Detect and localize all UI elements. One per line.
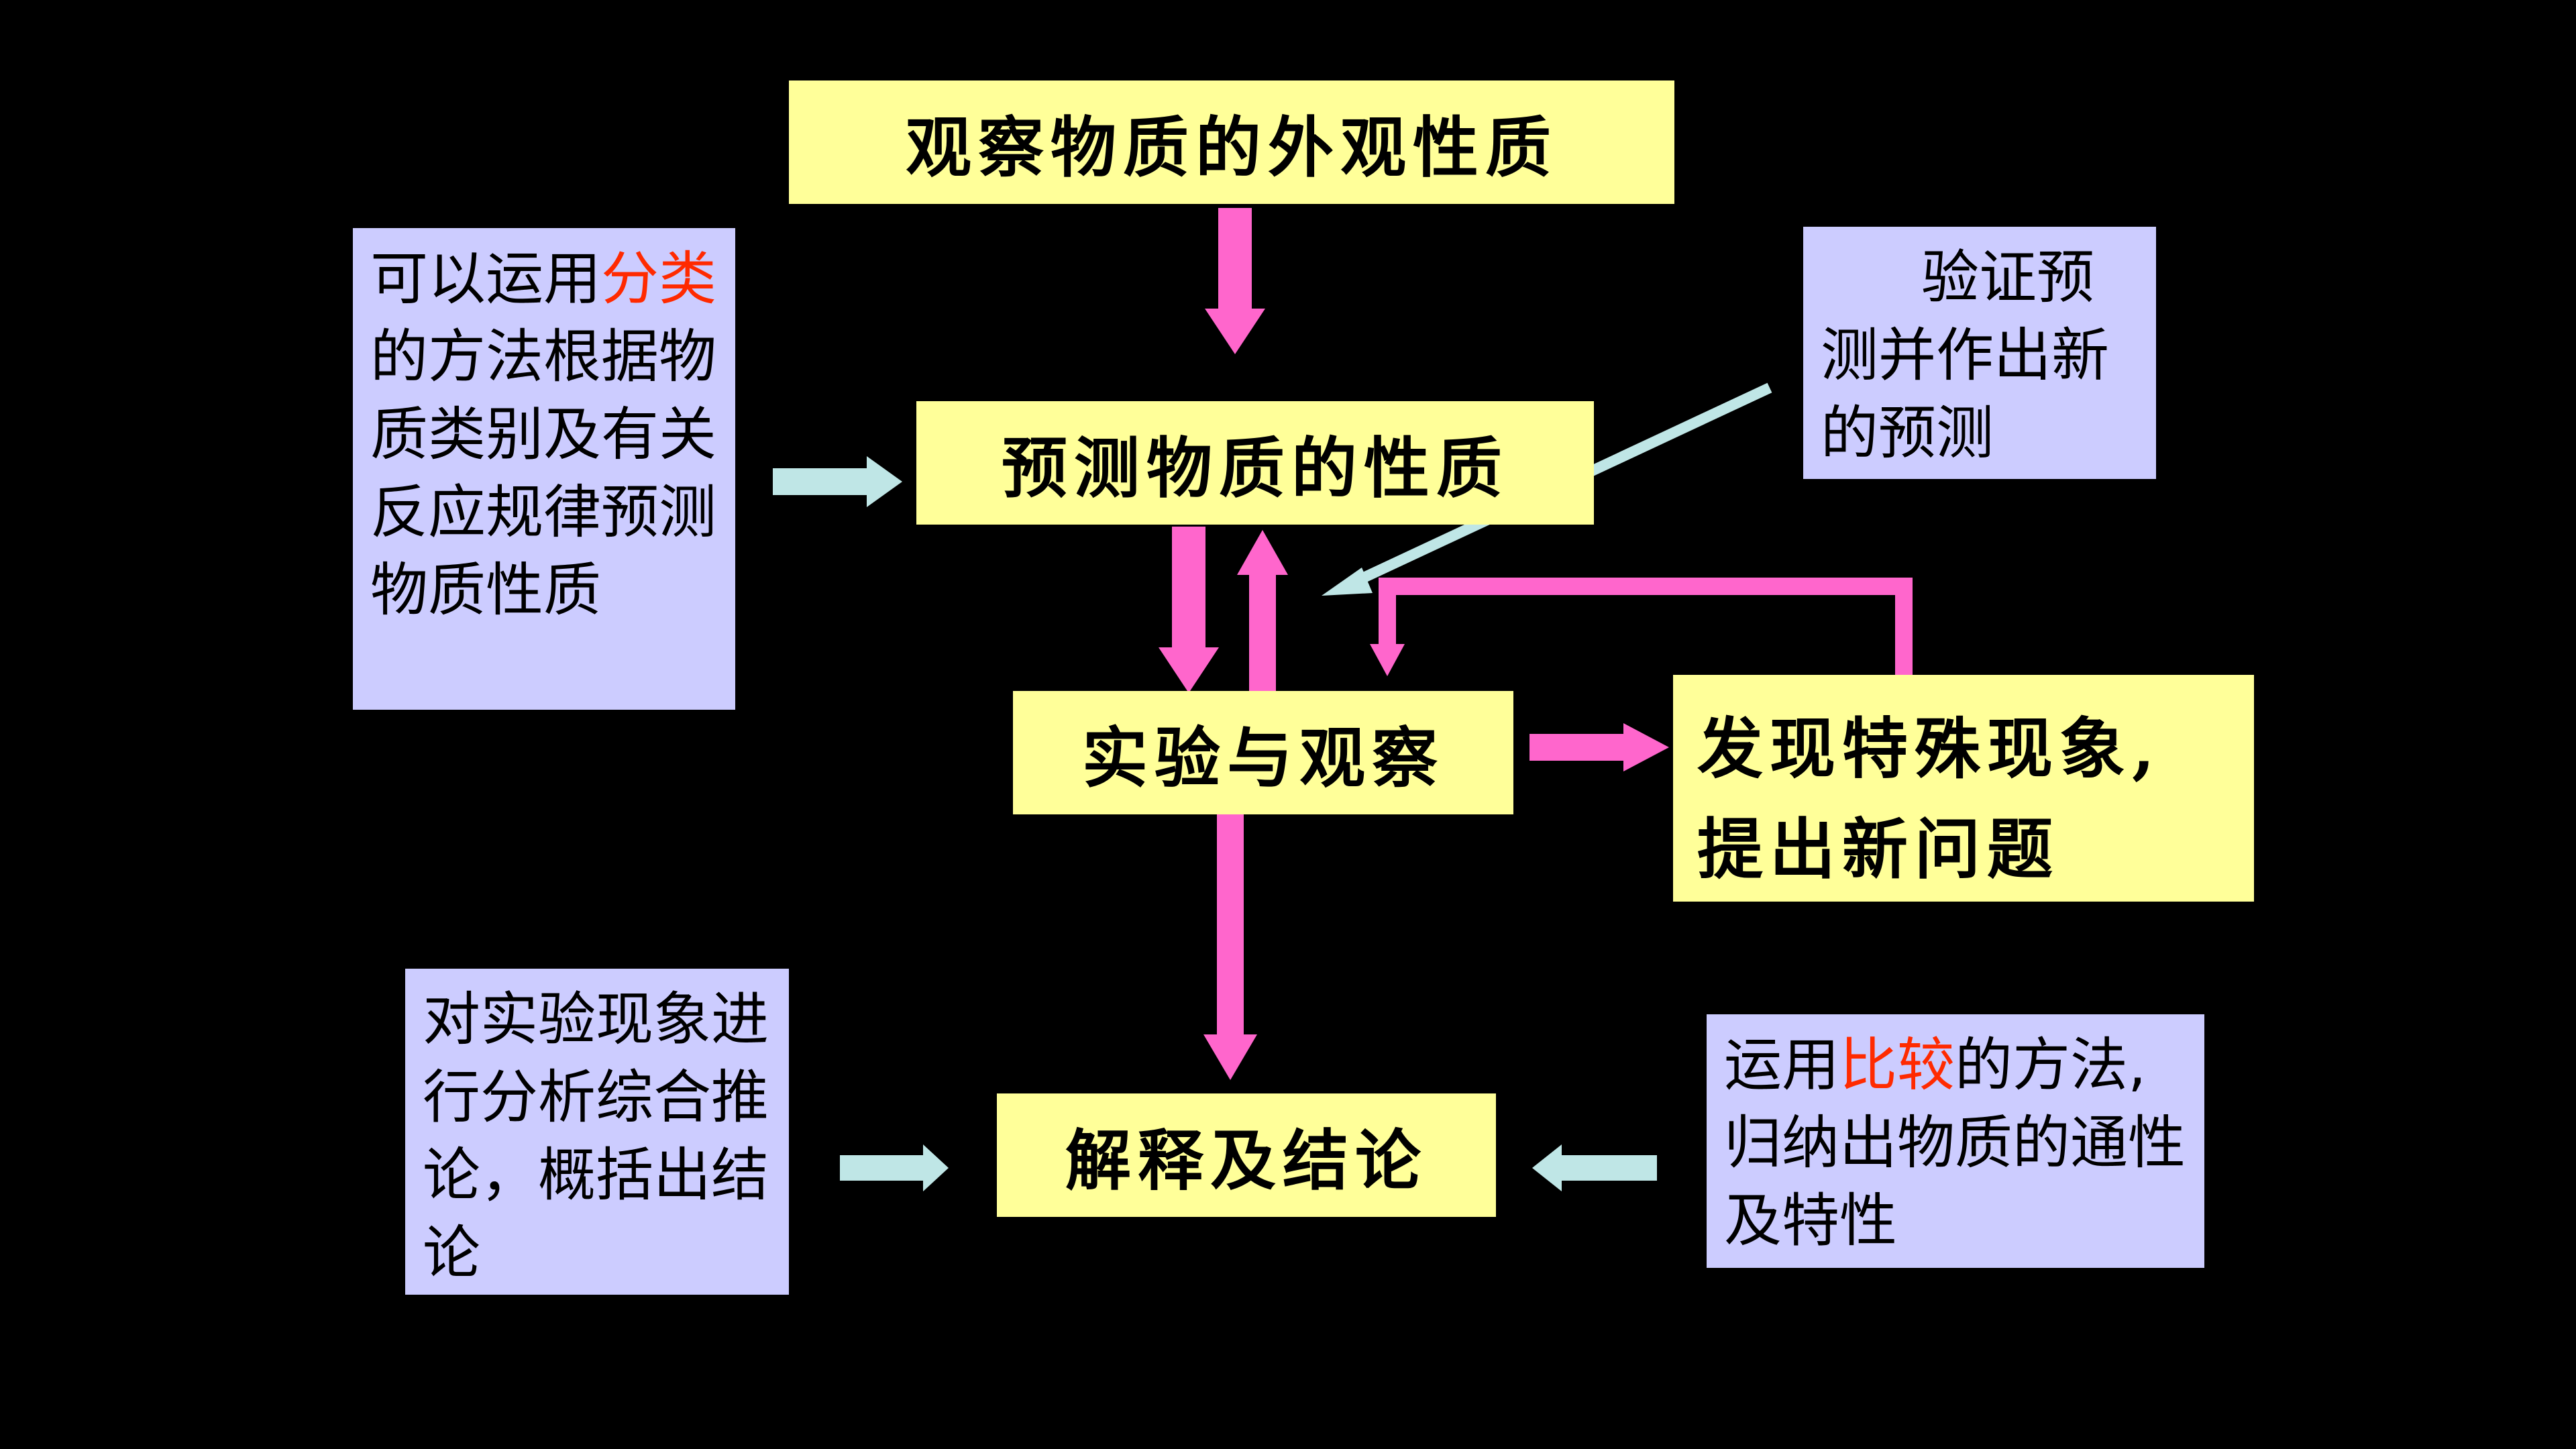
arrow-experiment-to-conclusion [1203, 813, 1257, 1080]
note-compare-text-1: 运用 [1724, 1032, 1839, 1099]
note-verify: 验证预测并作出新的预测 [1803, 227, 2156, 479]
node-predict-label: 预测物质的性质 [1001, 430, 1509, 507]
note-classify-highlight: 分类 [601, 246, 716, 313]
note-compare-text-2: 的方法,归纳出物质的通性及特性 [1724, 1032, 2186, 1254]
node-discover: 发现特殊现象, 提出新问题 [1673, 675, 2254, 902]
arrow-observe-to-predict [1205, 208, 1265, 354]
note-analyze-text: 对实验现象进行分析综合推论，概括出结论 [423, 986, 769, 1287]
node-conclude: 解释及结论 [997, 1093, 1496, 1217]
note-classify: 可以运用分类的方法根据物质类别及有关反应规律预测物质性质 [353, 228, 735, 710]
note-compare: 运用比较的方法,归纳出物质的通性及特性 [1707, 1014, 2204, 1268]
node-observe-label: 观察物质的外观性质 [905, 109, 1558, 186]
arrow-analyze-to-conclusion [840, 1144, 949, 1191]
arrow-compare-to-conclusion [1532, 1144, 1657, 1191]
node-predict: 预测物质的性质 [916, 401, 1594, 525]
arrow-experiment-to-discover [1529, 723, 1669, 771]
arrow-discover-loop-back [1370, 578, 1913, 676]
node-conclude-label: 解释及结论 [1065, 1122, 1428, 1199]
arrow-classify-to-predict [773, 456, 902, 507]
note-compare-highlight: 比较 [1839, 1032, 1955, 1099]
note-classify-text-1: 可以运用 [370, 246, 601, 313]
note-analyze: 对实验现象进行分析综合推论，概括出结论 [405, 969, 789, 1295]
node-discover-line1: 发现特殊现象, [1697, 710, 2162, 788]
arrow-predict-to-experiment [1159, 527, 1219, 693]
note-classify-text-2: 的方法根据物质类别及有关反应规律预测物质性质 [370, 323, 716, 624]
note-verify-text: 验证预测并作出新的预测 [1821, 244, 2109, 467]
node-observe: 观察物质的外观性质 [789, 80, 1674, 204]
node-experiment-label: 实验与观察 [1081, 720, 1444, 797]
node-experiment: 实验与观察 [1013, 691, 1513, 814]
arrow-experiment-to-predict [1237, 530, 1288, 691]
node-discover-line2: 提出新问题 [1697, 811, 2060, 888]
